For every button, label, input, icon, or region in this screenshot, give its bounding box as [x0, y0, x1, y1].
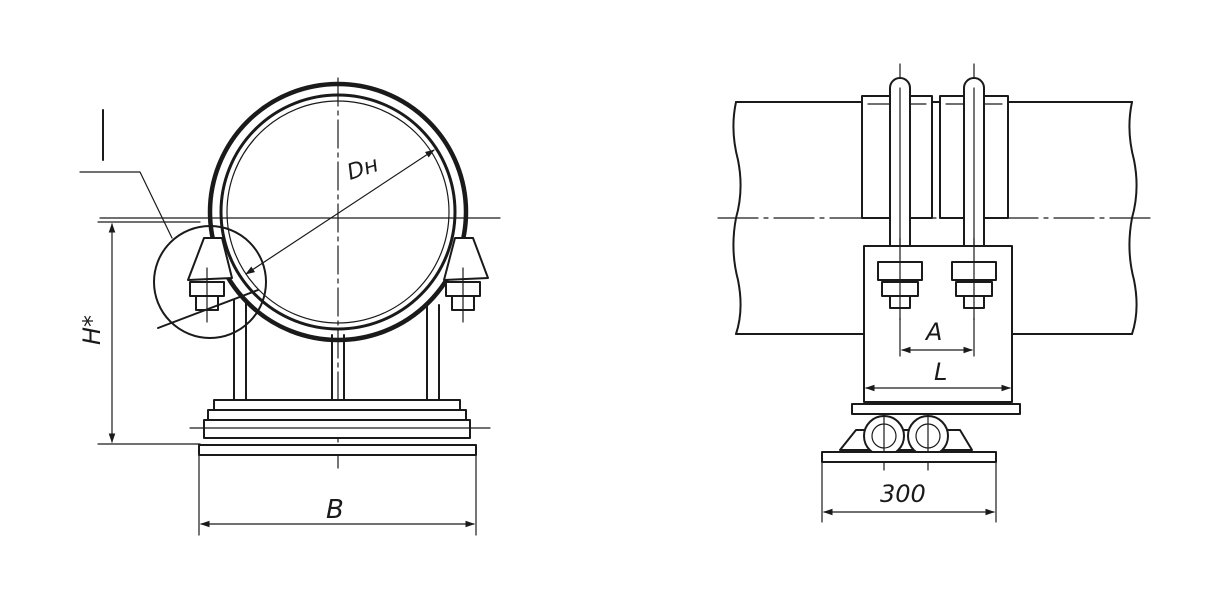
diameter-label: Dн [344, 152, 382, 185]
base-plates [189, 399, 491, 456]
roller-base-label: 300 [880, 480, 926, 508]
front-view: Dн H* B [78, 77, 501, 536]
base-width-dimension [198, 454, 477, 536]
height-dimension [97, 221, 201, 445]
clamp-bands [861, 95, 1009, 219]
support-legs [233, 299, 440, 401]
diameter-dimension-line [245, 149, 435, 275]
bolt-spacing-label: A [924, 318, 942, 346]
detail-callout [79, 109, 267, 339]
roller-assembly [821, 403, 1021, 471]
clamp-lug-left [187, 237, 233, 323]
side-view: A L 300 [717, 63, 1157, 523]
clamp-length-label: L [934, 358, 947, 386]
support-plate [863, 237, 1013, 403]
clamp-lug-right [443, 237, 489, 323]
height-label: H* [78, 315, 106, 345]
bolt-spacing-dimension [899, 317, 975, 357]
pipe-section [207, 81, 469, 343]
roller-base-dimension [821, 461, 997, 523]
base-width-label: B [326, 495, 344, 525]
